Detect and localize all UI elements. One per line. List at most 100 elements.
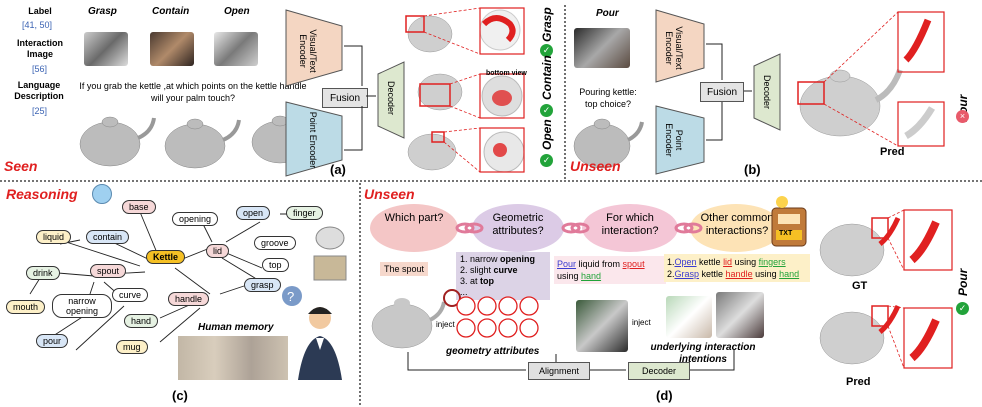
reasoning-title: Reasoning — [6, 186, 78, 202]
node-kettle: Kettle — [146, 250, 186, 264]
affordance-contain: Contain — [152, 6, 190, 17]
label-refs: [41, 50] — [22, 20, 53, 30]
output-kettle-b — [797, 11, 945, 147]
interaction-image-contain — [150, 32, 194, 66]
pt-encoder-label-b: Point Encoder — [664, 123, 684, 157]
pt-encoder-shape-b — [655, 105, 705, 175]
lang-ref: [25] — [32, 106, 48, 116]
memory-photos — [178, 336, 288, 380]
vt-encoder-shape-b — [655, 9, 705, 83]
fusion-block-b: Fusion — [700, 82, 744, 102]
node-contain: contain — [86, 230, 130, 244]
output-kettles-d — [819, 209, 953, 369]
check-icon: ✓ — [540, 44, 553, 57]
vt-encoder-shape — [285, 9, 343, 87]
gt-label: GT — [852, 280, 868, 292]
node-spout: spout — [90, 264, 127, 278]
decoder-shape — [377, 61, 405, 139]
node-base: base — [122, 200, 156, 214]
inject-label-1: inject — [436, 320, 455, 329]
check-icon: ✓ — [540, 154, 553, 167]
alignment-block: Alignment — [528, 362, 590, 380]
language-question: If you grab the kettle ,at which points … — [79, 81, 307, 103]
interaction-photo-2 — [666, 296, 712, 338]
panel-d-flow-arrows — [407, 350, 735, 371]
brain-bulb-icon — [92, 184, 112, 204]
interaction-image-open — [214, 32, 258, 66]
caption-c: (c) — [172, 388, 188, 403]
panel-b-arrows — [706, 43, 752, 141]
check-icon: ✓ — [540, 104, 553, 117]
side-label-contain: Contain — [540, 55, 554, 100]
underlying-intentions-label: underlying interaction intentions — [650, 342, 756, 365]
pour-instruction: Pour liquid from spout using hand — [554, 256, 666, 284]
interaction-image-grasp — [84, 32, 128, 66]
side-label-grasp: Grasp — [540, 7, 554, 42]
side-label-open: Open — [540, 119, 554, 150]
node-grasp: grasp — [244, 278, 281, 292]
cloud-chain — [370, 204, 782, 252]
geometry-attribute-icons — [456, 296, 539, 338]
seen-label: Seen — [4, 158, 38, 174]
node-mouth: mouth — [6, 300, 46, 314]
cloud-which-part: Which part? — [384, 212, 444, 224]
pour-side-label-d: Pour — [956, 268, 970, 296]
output-kettles-a — [405, 7, 525, 173]
interaction-photo-3 — [716, 292, 764, 338]
node-groove: groove — [254, 236, 296, 250]
thinking-person-icon: ? — [282, 286, 342, 380]
node-pour: pour — [36, 334, 69, 348]
caption-a: (a) — [330, 162, 346, 177]
row-label-lang: Language Description — [14, 80, 64, 101]
decoder-shape-b — [753, 53, 781, 131]
node-mug: mug — [116, 340, 148, 354]
caption-b: (b) — [744, 162, 761, 177]
check-icon: ✓ — [956, 302, 969, 315]
human-memory-label: Human memory — [198, 322, 274, 333]
pt-encoder-label: Point Encoder — [308, 111, 318, 169]
cloud-interaction: For which interaction? — [601, 212, 659, 237]
kettle-photo-icons — [313, 226, 347, 281]
interaction-image-pour — [574, 28, 630, 68]
cloud-geometric: Geometric attributes? — [492, 212, 544, 237]
spout-tag: The spout — [380, 262, 429, 276]
input-kettle-d — [371, 289, 465, 349]
node-top: top — [262, 258, 289, 272]
robot-icon — [771, 196, 807, 247]
node-handle: handle — [168, 292, 210, 306]
node-drink: drink — [26, 266, 60, 280]
unseen-title-d: Unseen — [364, 186, 415, 202]
node-open: open — [236, 206, 271, 220]
vt-encoder-label-b: Visual/Text Encoder — [664, 26, 684, 70]
affordance-pour: Pour — [596, 8, 619, 19]
svg-text:?: ? — [287, 289, 294, 304]
cloud-other: Other common interactions? — [700, 212, 774, 237]
pt-encoder-shape — [285, 101, 343, 177]
node-hand: hand — [124, 314, 159, 328]
node-curve: curve — [112, 288, 149, 302]
node-lid: lid — [206, 244, 230, 258]
node-narrow-opening: narrow opening — [52, 294, 112, 318]
vt-encoder-label: Visual/Text Encoder — [298, 29, 318, 73]
pred-label-d: Pred — [846, 376, 871, 388]
cross-icon: × — [956, 110, 969, 123]
unseen-label-b: Unseen — [570, 158, 621, 174]
affordance-open: Open — [224, 6, 250, 17]
panel-a-arrows — [344, 45, 376, 151]
node-finger: finger — [286, 206, 323, 220]
inject-label-2: inject — [632, 318, 651, 327]
attributes-box: 1. narrow opening 2. slight curve 3. at … — [456, 252, 550, 300]
decoder-block-d: Decoder — [628, 362, 690, 380]
row-label-label: Label — [28, 6, 52, 16]
bottom-view-label: bottom view — [486, 70, 527, 77]
affordance-grasp: Grasp — [88, 6, 117, 17]
node-liquid: liquid — [36, 230, 72, 244]
fusion-block: Fusion — [322, 88, 368, 108]
interaction-photo-1 — [576, 300, 628, 352]
input-kettle-b — [573, 118, 644, 169]
txt-label: TXT — [779, 230, 793, 237]
row-label-image: Interaction Image — [16, 38, 63, 59]
geometry-attributes-label: geometry attributes — [446, 346, 540, 357]
pred-label-b: Pred — [880, 146, 905, 158]
